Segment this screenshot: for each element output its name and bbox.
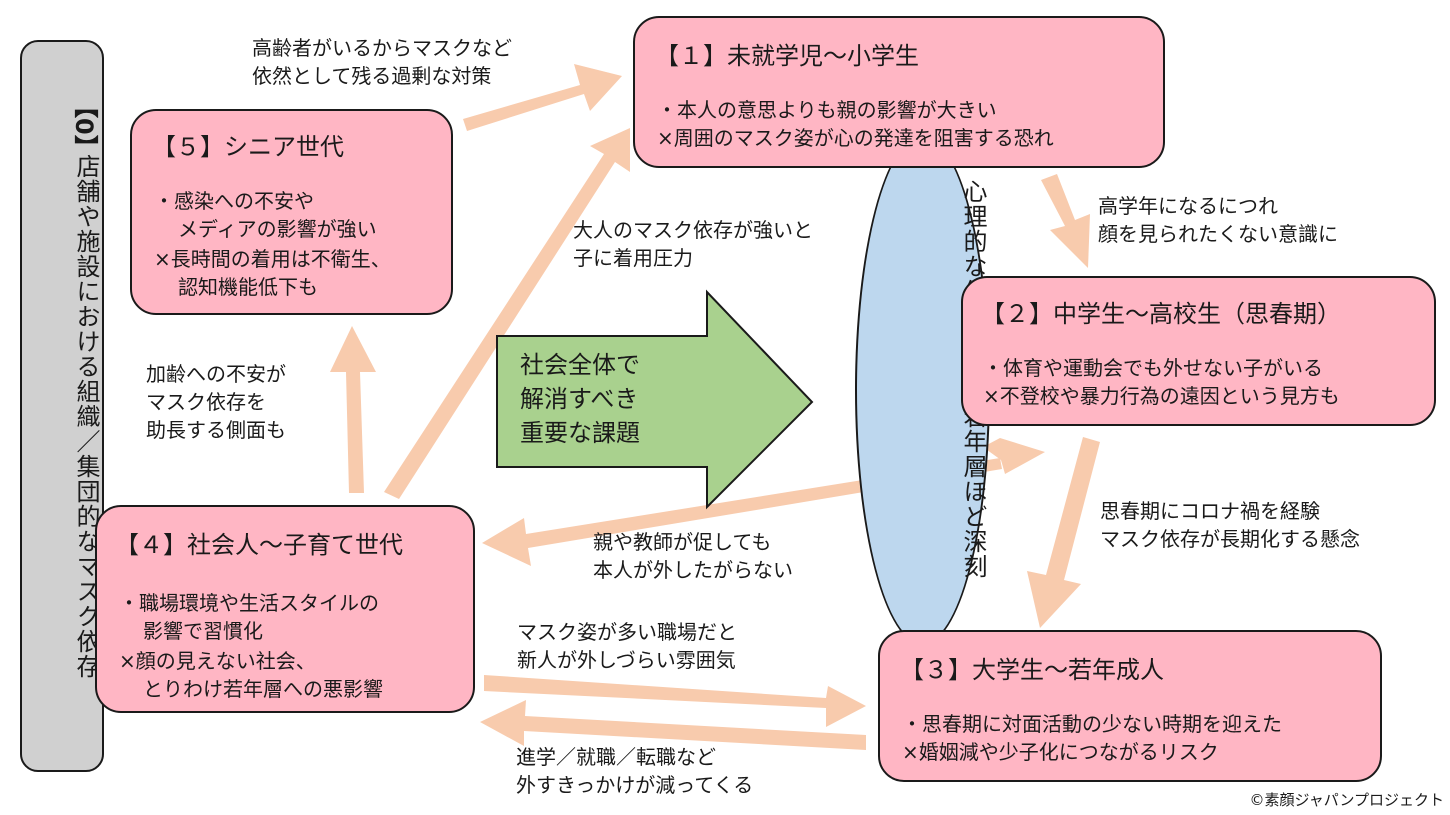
- label-4-to-3-line-1: マスク姿が多い職場だと: [517, 620, 737, 644]
- label-1-to-2-line-2: 顔を見られたくない意識に: [1098, 222, 1338, 246]
- box-5-line-3: ×長時間の着用は不衛生、: [154, 247, 391, 271]
- box-3-university-young-adult: 【３】大学生〜若年成人 ・思春期に対面活動の少ない時期を迎えた ×婚姻減や少子化…: [878, 630, 1382, 782]
- arrow-4-to-5: [330, 326, 376, 493]
- arrow-2-to-3: [1027, 437, 1100, 628]
- box-5-title: 【５】シニア世代: [152, 133, 344, 161]
- box-4-line-1: ・職場環境や生活スタイルの: [119, 591, 379, 615]
- box-1-line-1: ・本人の意思よりも親の影響が大きい: [657, 98, 997, 122]
- label-5-to-1: 高齢者がいるからマスクなど 依然として残る過剰な対策: [252, 34, 512, 90]
- sidebar-number: 【0】: [70, 94, 98, 159]
- box-5-senior: 【５】シニア世代 ・感染への不安や メディアの影響が強い ×長時間の着用は不衛生…: [130, 109, 453, 315]
- center-line-1: 社会全体で: [520, 351, 640, 379]
- label-4-to-1: 大人のマスク依存が強いと 子に着用圧力: [573, 216, 813, 272]
- box-5-line-4: 認知機能低下も: [178, 275, 318, 299]
- box-4-line-2: 影響で習慣化: [143, 619, 263, 643]
- label-4-to-3: マスク姿が多い職場だと 新人が外しづらい雰囲気: [517, 618, 737, 674]
- arrow-3-to-4: [480, 700, 866, 750]
- arrow-to-2-head: [983, 438, 1045, 474]
- label-5-to-1-line-1: 高齢者がいるからマスクなど: [252, 36, 512, 60]
- label-2-to-3-line-1: 思春期にコロナ禍を経験: [1100, 499, 1320, 523]
- label-4-to-5-line-2: マスク依存を: [146, 390, 266, 414]
- label-2-to-4-line-2: 本人が外したがらない: [593, 558, 793, 582]
- label-3-to-4-line-2: 外すきっかけが減ってくる: [516, 773, 754, 797]
- label-4-to-5-line-1: 加齢への不安が: [146, 362, 286, 386]
- center-arrow-text: 社会全体で 解消すべき 重要な課題: [520, 348, 700, 450]
- label-1-to-2: 高学年になるにつれ 顔を見られたくない意識に: [1098, 192, 1338, 248]
- center-line-3: 重要な課題: [520, 419, 640, 447]
- sidebar-store-facilities: 【0】 店舗や施設における組織／集団的なマスク依存: [20, 40, 104, 772]
- arrow-4-to-3: [484, 675, 866, 727]
- label-4-to-1-line-2: 子に着用圧力: [573, 246, 693, 270]
- label-4-to-5-line-3: 助長する側面も: [146, 418, 286, 442]
- label-1-to-2-line-1: 高学年になるにつれ: [1098, 194, 1278, 218]
- arrow-1-to-2: [1041, 174, 1090, 268]
- label-2-to-3-line-2: マスク依存が長期化する懸念: [1100, 527, 1360, 551]
- label-4-to-1-line-1: 大人のマスク依存が強いと: [573, 218, 813, 242]
- box-4-title: 【４】社会人〜子育て世代: [115, 531, 403, 559]
- label-3-to-4: 進学／就職／転職など 外すきっかけが減ってくる: [516, 743, 753, 799]
- box-1-preschool-elementary: 【１】未就学児〜小学生 ・本人の意思よりも親の影響が大きい ×周囲のマスク姿が心…: [633, 16, 1165, 168]
- box-1-line-2: ×周囲のマスク姿が心の発達を阻害する恐れ: [657, 126, 1054, 150]
- box-2-line-2: ×不登校や暴力行為の遠因という見方も: [983, 384, 1340, 408]
- label-5-to-1-line-2: 依然として残る過剰な対策: [252, 64, 492, 88]
- box-3-line-2: ×婚姻減や少子化につながるリスク: [902, 740, 1219, 764]
- box-2-junior-senior-high: 【２】中学生〜高校生（思春期） ・体育や運動会でも外せない子がいる ×不登校や暴…: [961, 276, 1436, 426]
- center-green-arrow: [496, 289, 814, 510]
- label-2-to-3: 思春期にコロナ禍を経験 マスク依存が長期化する懸念: [1100, 497, 1360, 553]
- box-2-line-1: ・体育や運動会でも外せない子がいる: [983, 356, 1323, 380]
- box-5-line-2: メディアの影響が強い: [178, 217, 377, 241]
- box-5-line-1: ・感染への不安や: [154, 189, 314, 213]
- box-4-line-4: とりわけ若年層への悪影響: [143, 677, 383, 701]
- arrow-5-to-1: [463, 64, 622, 131]
- box-1-title: 【１】未就学児〜小学生: [655, 42, 919, 70]
- box-3-line-1: ・思春期に対面活動の少ない時期を迎えた: [902, 712, 1282, 736]
- box-4-working-parenting: 【４】社会人〜子育て世代 ・職場環境や生活スタイルの 影響で習慣化 ×顔の見えな…: [95, 505, 475, 713]
- box-2-title: 【２】中学生〜高校生（思春期）: [981, 300, 1341, 328]
- box-3-title: 【３】大学生〜若年成人: [900, 656, 1164, 684]
- label-3-to-4-line-1: 進学／就職／転職など: [516, 745, 716, 769]
- label-2-to-4-line-1: 親や教師が促しても: [593, 530, 772, 554]
- label-2-to-4: 親や教師が促しても 本人が外したがらない: [593, 528, 793, 584]
- copyright: ©素顔ジャパンプロジェクト: [1249, 791, 1444, 809]
- center-line-2: 解消すべき: [520, 385, 639, 413]
- arrow-4-to-1: [384, 128, 630, 499]
- label-4-to-3-line-2: 新人が外しづらい雰囲気: [517, 648, 736, 672]
- label-4-to-5: 加齢への不安が マスク依存を 助長する側面も: [146, 360, 286, 444]
- sidebar-text: 店舗や施設における組織／集団的なマスク依存: [72, 154, 100, 679]
- box-4-line-3: ×顔の見えない社会、: [119, 649, 316, 673]
